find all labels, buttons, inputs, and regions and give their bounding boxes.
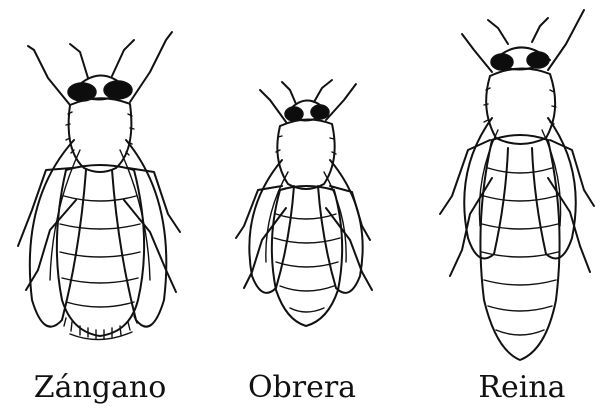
worker-bee-drawing <box>236 80 372 326</box>
worker-label: Obrera <box>232 368 372 408</box>
queen-bee-drawing <box>440 10 594 360</box>
queen-label: Reina <box>452 368 592 408</box>
drone-bee-drawing <box>18 32 180 340</box>
drone-label: Zángano <box>20 368 180 408</box>
